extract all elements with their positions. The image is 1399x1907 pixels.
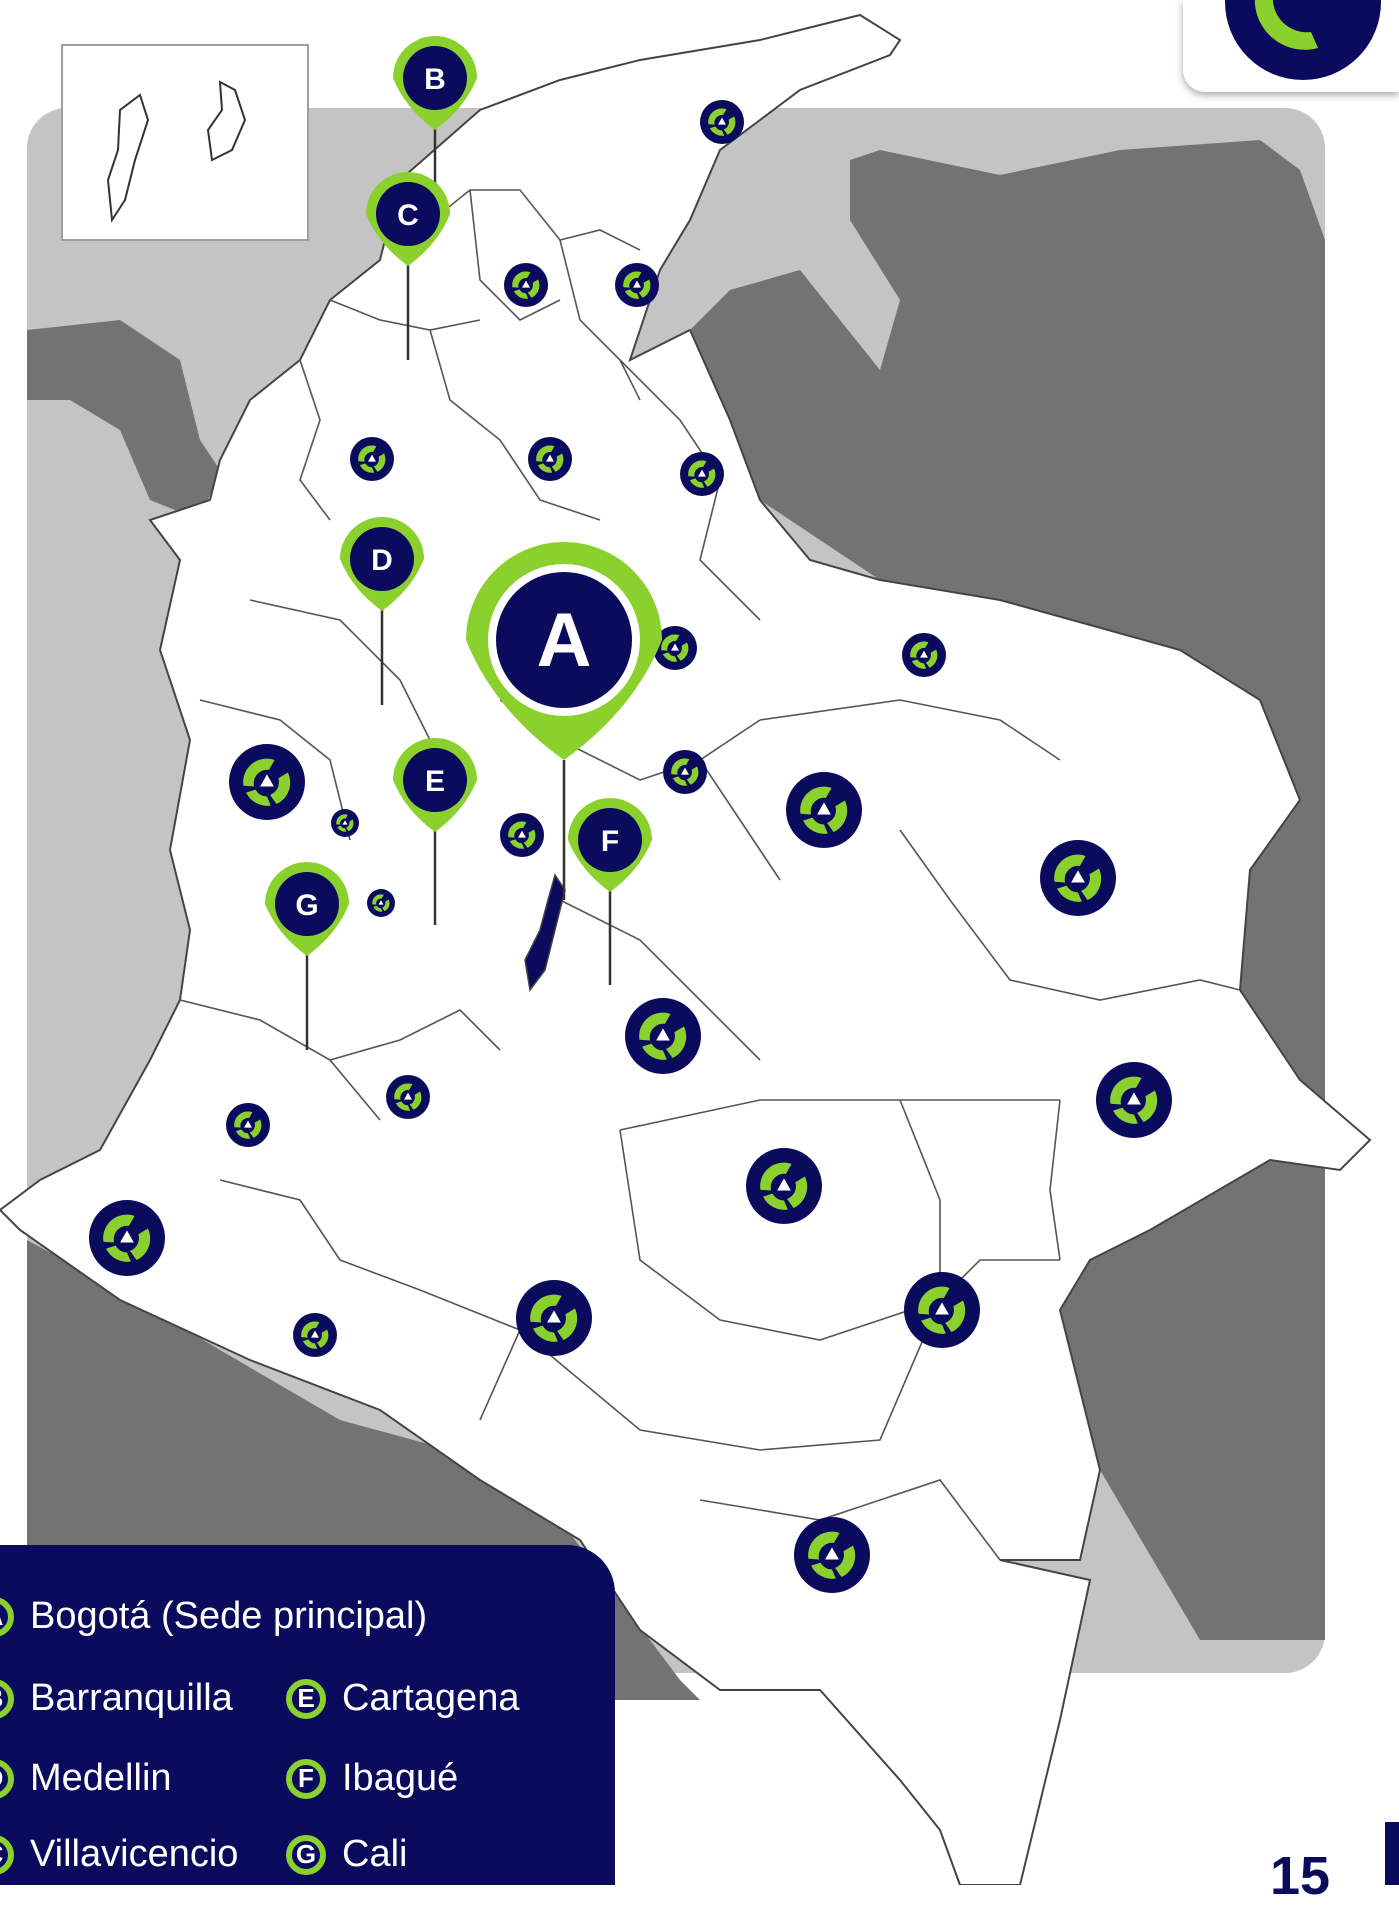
legend-label-e: Cartagena xyxy=(342,1677,520,1719)
pin-g-letter: G xyxy=(295,889,318,922)
pin-e-letter: E xyxy=(425,765,445,798)
legend-badge-d: D xyxy=(0,1758,14,1799)
pin-f-letter: F xyxy=(601,825,619,858)
legend-row-c: C Villavicencio xyxy=(0,1833,238,1876)
office-icon xyxy=(615,263,659,307)
pin-d-letter: D xyxy=(371,544,393,577)
legend-row-f: F Ibagué xyxy=(286,1757,458,1800)
office-icon xyxy=(746,1148,822,1224)
pin-e[interactable]: E xyxy=(393,738,477,832)
page-accent-bar xyxy=(1385,1822,1399,1885)
pin-g[interactable]: G xyxy=(265,862,349,956)
office-icon xyxy=(331,809,359,837)
pin-b-letter: B xyxy=(424,63,446,96)
legend-badge-e: E xyxy=(286,1678,326,1719)
office-icon xyxy=(504,263,548,307)
logo-card xyxy=(1183,0,1399,92)
legend-label-f: Ibagué xyxy=(342,1757,459,1799)
office-icon xyxy=(367,889,395,917)
company-logo-icon xyxy=(1225,0,1381,80)
legend-badge-a: A xyxy=(0,1596,14,1637)
pin-f[interactable]: F xyxy=(568,798,652,892)
legend-label-b: Barranquilla xyxy=(30,1677,233,1719)
legend-row-a: A Bogotá (Sede principal) xyxy=(0,1595,427,1638)
legend-row-d: D Medellin xyxy=(0,1757,172,1800)
office-icon xyxy=(680,452,724,496)
office-icon xyxy=(904,1272,980,1348)
office-icon xyxy=(700,100,744,144)
office-icon xyxy=(786,772,862,848)
venezuela-land xyxy=(680,140,1325,1640)
office-icon xyxy=(528,437,572,481)
office-icon xyxy=(1096,1062,1172,1138)
office-icon xyxy=(293,1313,337,1357)
legend-panel: A Bogotá (Sede principal) B Barranquilla… xyxy=(0,1545,615,1885)
legend-row-e: E Cartagena xyxy=(286,1677,519,1720)
pin-d[interactable]: D xyxy=(340,517,424,611)
pin-a-letter: A xyxy=(537,598,592,683)
office-icon xyxy=(1040,840,1116,916)
legend-badge-f: F xyxy=(286,1758,326,1799)
office-icon xyxy=(516,1280,592,1356)
legend-label-a: Bogotá (Sede principal) xyxy=(30,1595,428,1637)
office-icon xyxy=(500,813,544,857)
office-icon xyxy=(663,750,707,794)
legend-label-d: Medellin xyxy=(30,1757,172,1799)
legend-badge-b: B xyxy=(0,1678,14,1719)
legend-label-g: Cali xyxy=(342,1833,408,1875)
office-icon xyxy=(350,437,394,481)
office-icon xyxy=(89,1200,165,1276)
colombia-land xyxy=(0,13,1372,1885)
office-icon xyxy=(794,1517,870,1593)
legend-badge-g: G xyxy=(286,1834,326,1875)
legend-badge-c: C xyxy=(0,1834,14,1875)
islands-inset xyxy=(61,44,309,241)
pin-c[interactable]: C xyxy=(366,172,450,266)
pin-c-letter: C xyxy=(397,199,419,232)
pin-a[interactable]: A xyxy=(466,542,662,760)
office-icon xyxy=(386,1075,430,1119)
panama-land xyxy=(27,320,220,520)
legend-row-g: G Cali xyxy=(286,1833,407,1876)
office-icon xyxy=(226,1103,270,1147)
legend-row-b: B Barranquilla xyxy=(0,1677,233,1720)
office-icon xyxy=(902,633,946,677)
page-number: 15 xyxy=(1270,1846,1331,1906)
office-icon xyxy=(625,998,701,1074)
office-icon xyxy=(229,744,305,820)
legend-label-c: Villavicencio xyxy=(30,1833,239,1875)
pin-b[interactable]: B xyxy=(393,36,477,130)
